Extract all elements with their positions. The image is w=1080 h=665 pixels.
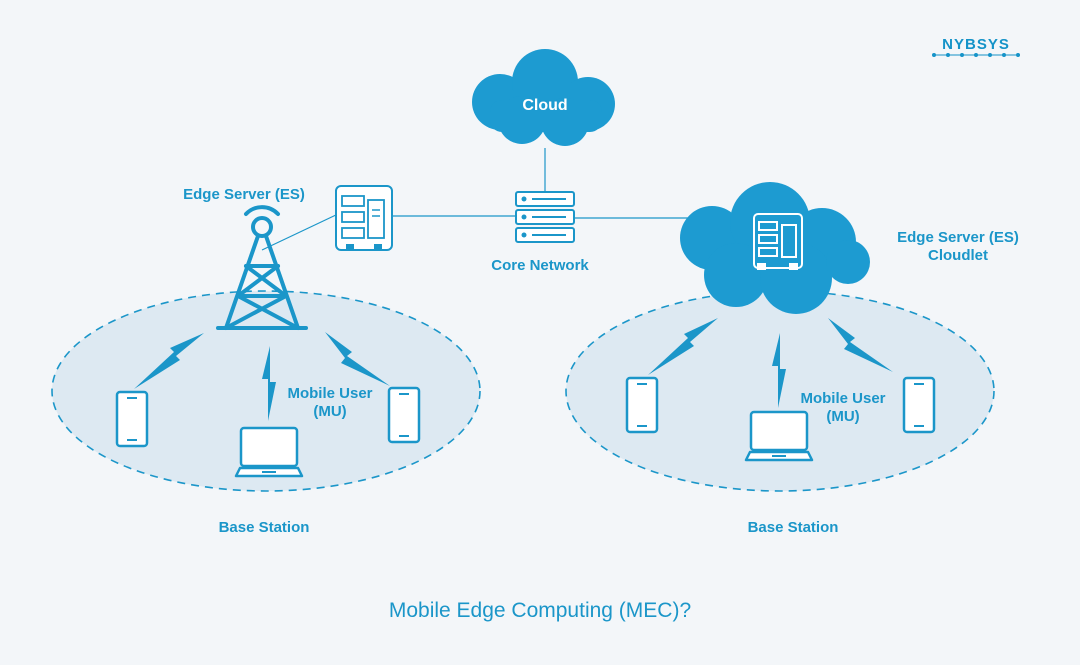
cell-tower-icon [216,205,308,330]
lightning-signal-icon [134,318,893,421]
base-station-left-label: Base Station [219,519,310,536]
edge-server-right-label: Edge Server (ES) [897,229,1019,246]
core-network-server-icon [515,191,575,243]
brand-logo: NYBSYS [942,36,1010,53]
base-station-zone-left [51,290,481,492]
smartphone-icon [625,376,659,434]
mobile-user-right-label: Mobile User [800,390,885,407]
core-network-label: Core Network [491,257,589,274]
smartphone-icon [902,376,936,434]
smartphone-icon [115,390,149,448]
laptop-icon [744,410,814,462]
brand-logo-dots [932,53,1020,57]
page-title: Mobile Edge Computing (MEC)? [389,599,691,622]
edge-server-left-label: Edge Server (ES) [183,186,305,203]
cloudlet-label: Cloudlet [928,247,988,264]
cloudlet-server-icon [753,213,803,270]
laptop-icon [234,426,304,478]
mobile-user-right-label-abbr: (MU) [826,408,859,425]
cloud-label: Cloud [522,97,567,114]
edge-server-left-icon [335,185,393,251]
mobile-user-left-label-abbr: (MU) [313,403,346,420]
cloud-icon [472,49,615,146]
mobile-user-left-label: Mobile User [287,385,372,402]
base-station-right-label: Base Station [748,519,839,536]
smartphone-icon [387,386,421,444]
network-links [261,148,705,251]
